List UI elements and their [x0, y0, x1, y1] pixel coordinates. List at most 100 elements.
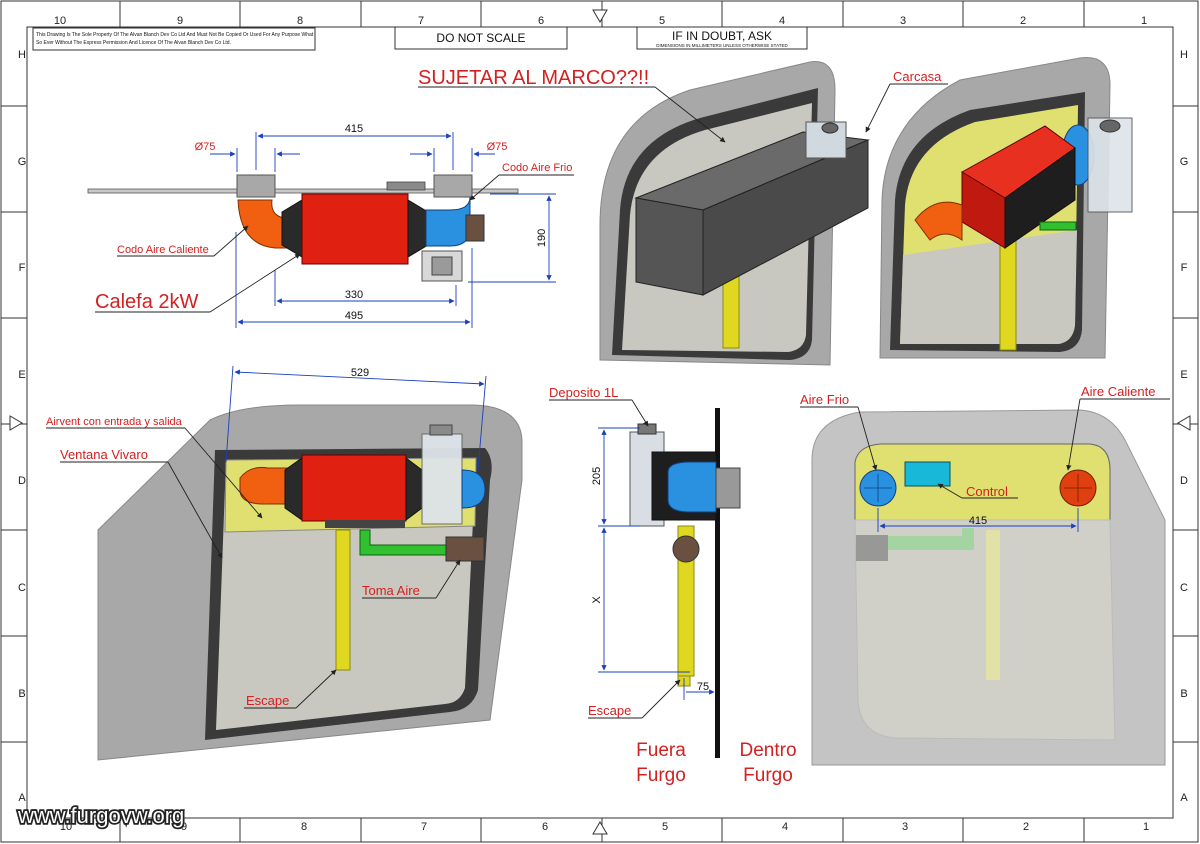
air-intake	[445, 536, 485, 562]
col-label: 6	[538, 15, 544, 27]
label-furgo-inside: Furgo	[743, 765, 793, 786]
col-label: 1	[1143, 821, 1149, 833]
air-intake	[672, 535, 700, 563]
exhaust-pipe-ghost	[986, 530, 1000, 680]
col-label: 3	[902, 821, 908, 833]
dim-diameter-left: Ø75	[195, 141, 216, 153]
col-label: 2	[1023, 821, 1029, 833]
left-flange	[236, 174, 276, 198]
col-label: 10	[54, 15, 66, 27]
hot-air-elbow	[237, 199, 289, 249]
window-glass	[854, 519, 1116, 741]
ownership-notice-line1: This Drawing Is The Sole Property Of The…	[36, 32, 314, 38]
exhaust-pipe	[335, 529, 351, 671]
hot-air-elbow	[914, 201, 963, 241]
iso-view-exterior: SUJETAR AL MARCO??!! Carcasa	[418, 61, 948, 366]
row-label: F	[1181, 262, 1188, 274]
col-label: 5	[659, 15, 665, 27]
label-ventana-vivaro: Ventana Vivaro	[60, 447, 148, 462]
label-aire-frio: Aire Frio	[800, 392, 849, 407]
row-label: C	[18, 582, 26, 594]
col-label: 7	[418, 15, 424, 27]
label-control: Control	[966, 484, 1008, 499]
watermark: www.furgovw.org	[17, 803, 184, 828]
label-escape: Escape	[246, 693, 289, 708]
fuel-tank	[421, 433, 463, 525]
dim-diameter-right: Ø75	[487, 141, 508, 153]
col-label: 7	[421, 821, 427, 833]
exhaust-pipe	[999, 239, 1017, 351]
label-dentro: Dentro	[739, 740, 796, 761]
label-sujetar-al-marco: SUJETAR AL MARCO??!!	[418, 67, 649, 89]
fuel-tank-iso	[1087, 117, 1133, 213]
dim-415-inside: 415	[969, 515, 987, 527]
label-carcasa: Carcasa	[893, 69, 942, 84]
col-label: 1	[1141, 15, 1147, 27]
cold-air-elbow	[425, 196, 471, 247]
label-calefa-2kw: Calefa 2kW	[95, 291, 198, 313]
dim-x: X	[591, 596, 603, 604]
control-panel	[904, 461, 951, 487]
dim-205: 205	[591, 467, 603, 485]
col-label: 8	[301, 821, 307, 833]
col-label: 8	[297, 15, 303, 27]
van-wall	[715, 408, 720, 758]
row-label: A	[18, 792, 26, 804]
col-label: 9	[181, 821, 187, 833]
top-view: 415 Ø75 Ø75 190 330 495 Codo Aire Frio C…	[87, 123, 574, 328]
row-label: F	[19, 262, 26, 274]
row-label: B	[1180, 688, 1187, 700]
label-airvent: Airvent con entrada y salida	[46, 416, 183, 428]
col-label: 2	[1020, 15, 1026, 27]
label-deposito-1l: Deposito 1L	[549, 385, 618, 400]
col-label: 6	[542, 821, 548, 833]
dim-190: 190	[536, 229, 548, 247]
row-label: D	[18, 475, 26, 487]
row-label: E	[1180, 369, 1187, 381]
cold-air-outlet	[461, 469, 486, 509]
col-label: 4	[782, 821, 788, 833]
heater-body	[301, 193, 409, 265]
dim-529: 529	[351, 367, 369, 379]
dim-495: 495	[345, 310, 363, 322]
dimensions-note: DIMENSIONS IN MILLIMETERS UNLESS OTHERWI…	[656, 43, 788, 48]
row-label: G	[1180, 156, 1189, 168]
inside-view: 415 Aire Frio Aire Caliente Control	[800, 384, 1170, 766]
row-label: E	[18, 369, 25, 381]
row-label: C	[1180, 582, 1188, 594]
border-column-labels-top: 10 9 8 7 6 5 4 3 2 1	[54, 15, 1147, 27]
row-label: A	[1180, 792, 1188, 804]
heater-end-cap	[407, 199, 429, 258]
cold-air-pipe	[667, 461, 717, 513]
col-label: 10	[60, 821, 72, 833]
iso-view-cutaway	[879, 57, 1133, 359]
label-aire-caliente: Aire Caliente	[1081, 384, 1155, 399]
do-not-scale-note: DO NOT SCALE	[436, 31, 525, 45]
row-label: H	[1180, 49, 1188, 61]
border-row-labels-left: H G F E D C B A	[18, 49, 27, 804]
right-flange	[433, 174, 473, 198]
label-escape-side: Escape	[588, 703, 631, 718]
casing-side	[702, 139, 869, 296]
side-view: 205 X 75 Deposito 1L Escape Fuera Furgo …	[549, 385, 797, 786]
col-label: 9	[177, 15, 183, 27]
row-label: B	[18, 688, 25, 700]
col-label: 5	[662, 821, 668, 833]
row-label: D	[1180, 475, 1188, 487]
label-toma-aire: Toma Aire	[362, 583, 420, 598]
label-fuera: Fuera	[636, 740, 686, 761]
row-label: H	[18, 49, 26, 61]
if-in-doubt-note: IF IN DOUBT, ASK	[672, 29, 772, 43]
ownership-notice-line2: So Ever Without The Express Permission A…	[36, 40, 231, 46]
border-column-labels-bottom: 10 9 8 7 6 5 4 3 2 1	[60, 821, 1149, 833]
hot-air-elbow	[239, 467, 289, 505]
casing-front	[635, 197, 704, 296]
border-row-labels-right: H G F E D C B A	[1180, 49, 1189, 804]
heater-body	[301, 454, 407, 522]
col-label: 4	[779, 15, 785, 27]
label-furgo-outside: Furgo	[636, 765, 686, 786]
label-codo-aire-caliente: Codo Aire Caliente	[117, 244, 209, 256]
col-label: 3	[900, 15, 906, 27]
